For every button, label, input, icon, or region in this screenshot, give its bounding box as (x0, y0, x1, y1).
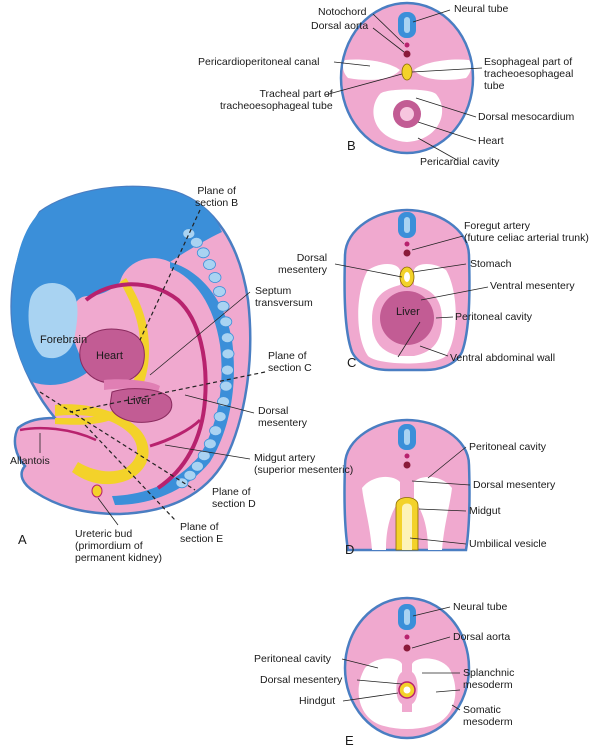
allantois-stalk (19, 426, 97, 442)
ventral-abdominal-wall-label: Ventral abdominal wall (450, 352, 556, 364)
somite (183, 469, 197, 481)
dorsal-aorta-label-b: Dorsal aorta (311, 20, 369, 32)
plane-b-label: Plane of section B (195, 185, 239, 209)
dorsal-aorta-a (84, 282, 208, 490)
dorsal-aorta-d (403, 461, 411, 469)
somite (189, 236, 203, 248)
peritoneal-cavity-label-c: Peritoneal cavity (455, 311, 533, 323)
peritoneal-cavity-e (358, 658, 456, 729)
panel-e-section (341, 596, 471, 740)
heart-label-b: Heart (478, 135, 504, 147)
somite (213, 411, 227, 423)
allantois-label: Allantois (10, 455, 50, 467)
liver-a (109, 388, 173, 423)
liver-label-a: Liver (127, 395, 151, 407)
heart-label-a: Heart (96, 350, 123, 362)
peritoneal-cavity-d (362, 476, 400, 550)
notochord-b (404, 42, 410, 48)
splanchnic-mesoderm-label: Splanchnic mesoderm (463, 667, 515, 691)
hindgut-label: Hindgut (299, 695, 336, 707)
plane-e-line (84, 424, 176, 521)
somite (209, 425, 223, 437)
plane-d-label: Plane of section D (212, 486, 256, 510)
somite (197, 450, 211, 462)
dorsal-aorta-b (403, 50, 411, 58)
somite (220, 332, 234, 344)
somite (221, 364, 234, 376)
midgut-artery-a (149, 418, 202, 448)
plane-c-line (69, 371, 266, 413)
pericardial-cavity-label: Pericardial cavity (420, 156, 500, 168)
somites (175, 228, 235, 489)
forebrain-label: Forebrain (40, 334, 88, 346)
septum-transversum-label: Septum transversum (255, 285, 313, 309)
pericardioperitoneal-label: Pericardioperitoneal canal (198, 56, 320, 68)
esophageal-label: Esophageal part of tracheoesophageal tub… (484, 56, 574, 92)
somite (196, 247, 210, 259)
midgut-loop (55, 404, 149, 485)
panel-c-letter: C (347, 355, 357, 370)
heart-a (79, 328, 145, 384)
tracheoesophageal-tube-b (401, 63, 413, 81)
somite (208, 272, 222, 283)
somite (203, 438, 217, 450)
panel-c-section (334, 208, 489, 372)
heart-b-inner (400, 107, 414, 121)
somite (219, 380, 233, 392)
plane-e-label: Plane of section E (180, 521, 224, 545)
liver-c (380, 291, 434, 345)
somite (182, 228, 196, 240)
dorsal-mesentery-label-c: Dorsal mesentery (278, 252, 328, 276)
panel-b-letter: B (347, 138, 356, 153)
panel-a-embryo (10, 185, 266, 526)
somite (213, 286, 226, 297)
foregut-artery-label: Foregut artery (future celiac arterial t… (464, 220, 589, 244)
somite (219, 316, 233, 328)
panel-e-letter: E (345, 733, 354, 748)
panel-d-letter: D (345, 542, 355, 557)
plane-c-label: Plane of section C (268, 350, 312, 374)
neural-tube-label-b: Neural tube (454, 3, 509, 15)
somatic-mesoderm-label: Somatic mesoderm (463, 704, 513, 728)
peritoneal-cavity-c (358, 264, 456, 364)
peritoneal-cavity-label-e: Peritoneal cavity (254, 653, 332, 665)
plane-d-line (39, 391, 196, 491)
neural-tube-label-e: Neural tube (453, 601, 508, 613)
dorsal-aorta-e (403, 644, 411, 652)
notochord-label: Notochord (318, 6, 367, 18)
panel-d-section (343, 418, 471, 552)
dorsal-mesentery-label-d: Dorsal mesentery (473, 479, 556, 491)
dorsal-mesocardium-label: Dorsal mesocardium (478, 111, 575, 123)
ureteric-bud (91, 484, 103, 498)
somite (216, 300, 230, 312)
tracheal-label: Tracheal part of tracheoesophageal tube (220, 88, 333, 112)
midgut-label: Midgut (469, 505, 501, 517)
plane-b-line (139, 209, 201, 341)
ureteric-bud-label: Ureteric bud (primordium of permanent ki… (75, 528, 162, 564)
forebrain-ventricle (28, 282, 78, 359)
section-c-body (343, 208, 471, 372)
dorsal-mesentery-label-a: Dorsal mesentery (258, 405, 308, 429)
midgut-artery-label: Midgut artery (superior mesenteric) (254, 452, 354, 476)
pericardioperitoneal-canal-right (414, 59, 471, 80)
dorsal-aorta-label-e: Dorsal aorta (453, 631, 511, 643)
panel-b-section (324, 1, 483, 161)
umbilical-vesicle-label: Umbilical vesicle (469, 538, 547, 550)
somite (221, 348, 235, 360)
ventral-mesentery-label: Ventral mesentery (490, 280, 575, 292)
dorsal-mesentery-label-e: Dorsal mesentery (260, 674, 343, 686)
somite (190, 460, 204, 472)
stomach-label: Stomach (470, 258, 512, 270)
foregut-artery-c (403, 249, 411, 257)
liver-label-c: Liver (396, 306, 420, 318)
somite (203, 259, 216, 270)
panel-a-letter: A (18, 532, 27, 547)
peritoneal-cavity-label-d: Peritoneal cavity (469, 441, 547, 453)
